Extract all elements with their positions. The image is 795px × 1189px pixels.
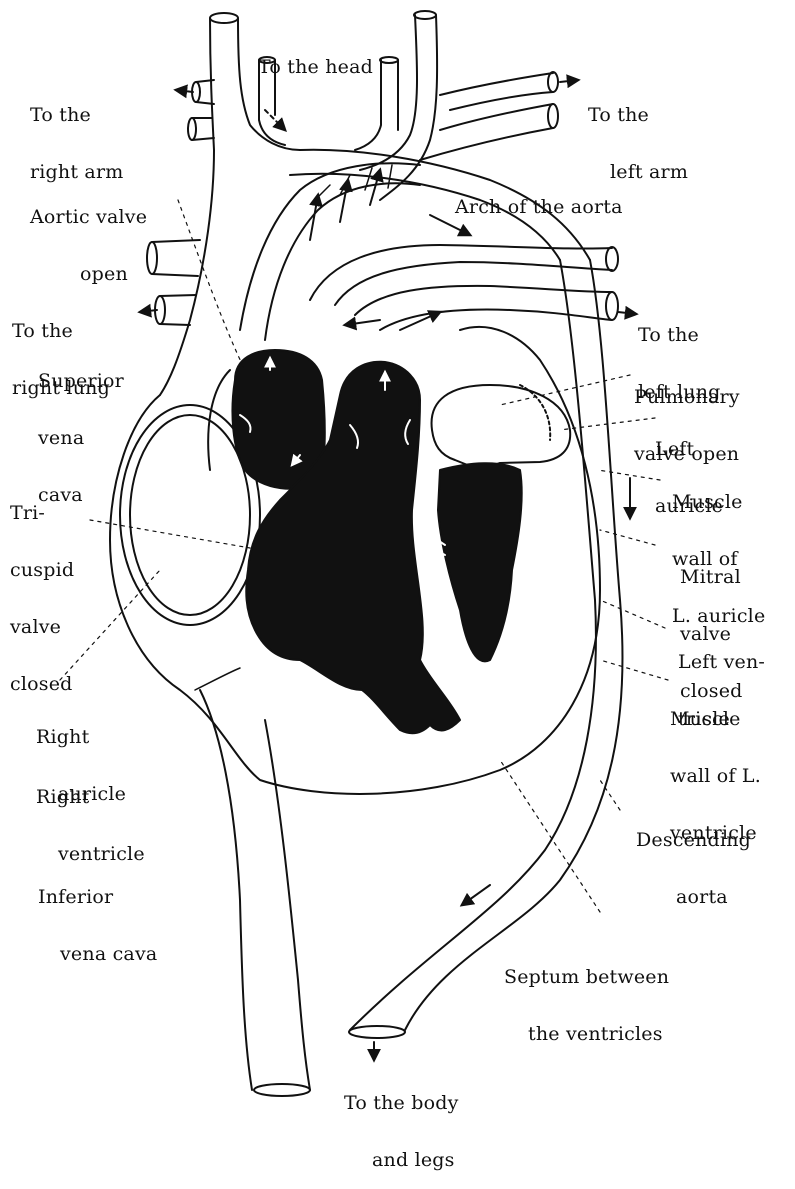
label-line: wall of L. [670, 767, 761, 786]
label-line: Right [36, 728, 126, 747]
left-arm-vessels [420, 72, 558, 160]
label-line: open [30, 265, 147, 284]
label-line: vena cava [38, 945, 157, 964]
label-line: cuspid [10, 561, 74, 580]
left-ventricle-chamber [430, 463, 522, 661]
label-septum: Septum between the ventricles [504, 930, 669, 1063]
label-line: Aortic valve [30, 208, 147, 227]
label-to-head-text: To the head [258, 58, 373, 77]
label-line: Septum between [504, 968, 669, 987]
label-descending-aorta: Descending aorta [636, 793, 751, 926]
label-line: Descending [636, 831, 751, 850]
label-arch-aorta: Arch of the aorta [455, 160, 623, 236]
heart-diagram: To the head To the right arm To the left… [0, 0, 795, 1101]
label-line: Right [36, 788, 145, 807]
pulmonary-arteries [310, 245, 618, 330]
label-line: the ventricles [504, 1025, 669, 1044]
label-line: vena [38, 429, 124, 448]
label-line: valve [10, 618, 74, 637]
label-to-body-legs: To the body and legs [344, 1056, 459, 1189]
label-to-head: To the head [258, 20, 373, 96]
label-line: aorta [636, 888, 751, 907]
label-line: To the [638, 326, 721, 345]
label-line: Muscle [670, 710, 761, 729]
label-line: and legs [344, 1151, 459, 1170]
label-line: Superior [38, 372, 124, 391]
label-line: Arch of the aorta [455, 198, 623, 217]
label-line: Left ven- [678, 653, 765, 672]
label-inferior-vena-cava: Inferior vena cava [38, 850, 157, 983]
right-arm-vessels [188, 80, 214, 140]
label-line: Tri- [10, 504, 74, 523]
label-line: Inferior [38, 888, 157, 907]
label-tricuspid-valve: Tri- cuspid valve closed [10, 466, 74, 713]
label-line: Muscle [672, 493, 765, 512]
label-line: To the [30, 106, 123, 125]
inferior-vena-cava [195, 668, 310, 1096]
label-line: To the [588, 106, 688, 125]
left-auricle-shape [432, 385, 571, 470]
label-line: Mitral [680, 568, 743, 587]
label-line: To the body [344, 1094, 459, 1113]
